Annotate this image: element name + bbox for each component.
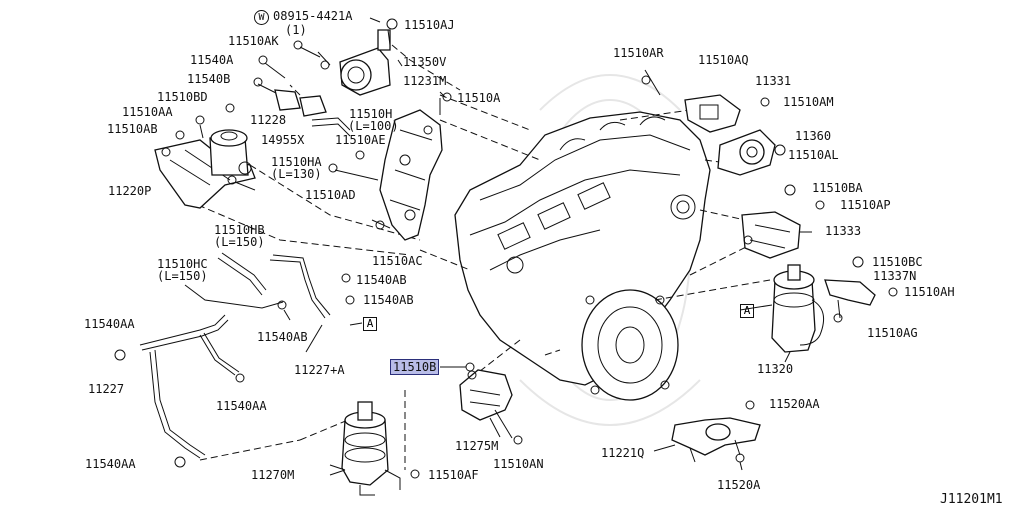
leader-lines xyxy=(197,44,771,470)
label-11510AK: 11510AK xyxy=(228,34,279,48)
label-11231M: 11231M xyxy=(403,74,447,88)
engine-block xyxy=(454,111,711,401)
label-11227-A: 11227+A xyxy=(294,363,345,377)
label-11510AF: 11510AF xyxy=(428,468,479,482)
label-08915-4421A: 08915-4421A xyxy=(273,9,353,23)
label-11510HC-length: (L=150) xyxy=(157,269,208,283)
washer-symbol: W xyxy=(254,10,269,25)
bracket-11333 xyxy=(741,184,801,259)
mount-11331 xyxy=(644,69,741,133)
label-11510AB: 11510AB xyxy=(107,122,158,136)
label-11510BD: 11510BD xyxy=(157,90,208,104)
label-11540AA-2: 11540AA xyxy=(216,399,267,413)
label-11333: 11333 xyxy=(825,224,862,238)
hose-lines xyxy=(139,252,331,459)
bushing-11360 xyxy=(717,129,786,176)
label-11275M: 11275M xyxy=(455,439,499,453)
engine-mount-11270M xyxy=(329,401,401,496)
label-11510BA: 11510BA xyxy=(812,181,863,195)
label-11510AH: 11510AH xyxy=(904,285,955,299)
label-11337N: 11337N xyxy=(873,269,917,283)
label-11510H: 11510H xyxy=(349,107,393,121)
label-11228: 11228 xyxy=(250,113,287,127)
label-11510A: 11510A xyxy=(457,91,501,105)
label-11510AQ: 11510AQ xyxy=(698,53,749,67)
label-11540AB-2: 11540AB xyxy=(363,293,414,307)
label-11227: 11227 xyxy=(88,382,125,396)
label-11510AM: 11510AM xyxy=(783,95,834,109)
label-11540AA-1: 11540AA xyxy=(84,317,135,331)
label-11220P: 11220P xyxy=(108,184,152,198)
label-11510BC: 11510BC xyxy=(872,255,923,269)
label-11360: 11360 xyxy=(795,129,832,143)
diagram-code: J11201M1 xyxy=(940,492,1003,507)
label-quantity: (1) xyxy=(285,23,307,37)
label-11510B-highlighted[interactable]: 11510B xyxy=(390,359,440,375)
label-11540AA-3: 11540AA xyxy=(85,457,136,471)
label-11221Q: 11221Q xyxy=(601,446,645,460)
label-11510AG: 11510AG xyxy=(867,326,918,340)
bracket-11231M xyxy=(334,98,443,241)
label-14955X: 14955X xyxy=(261,133,305,147)
label-11510AL: 11510AL xyxy=(788,148,839,162)
label-11331: 11331 xyxy=(755,74,792,88)
bracket-11275M xyxy=(459,369,513,439)
label-11320: 11320 xyxy=(757,362,794,376)
reference-box-a: A xyxy=(363,317,377,331)
label-11510AA-top: 11510AA xyxy=(122,105,173,119)
bracket-11337N xyxy=(824,256,898,319)
label-11520A: 11520A xyxy=(717,478,761,492)
label-11510AR: 11510AR xyxy=(613,46,664,60)
engine-mount-11320 xyxy=(771,264,825,353)
bolts xyxy=(114,18,843,479)
label-11510HA: 11510HA xyxy=(271,155,322,169)
label-11510AJ: 11510AJ xyxy=(404,18,455,32)
reference-box-a-right: A xyxy=(740,304,754,318)
label-11540A: 11540A xyxy=(190,53,234,67)
bushing-11350V xyxy=(257,29,391,137)
label-11510HC: 11510HC xyxy=(157,257,208,271)
label-11510AP: 11510AP xyxy=(840,198,891,212)
label-11540B: 11540B xyxy=(187,72,231,86)
label-11270M: 11270M xyxy=(251,468,295,482)
mount-11221Q xyxy=(671,400,761,463)
label-11540AB-1: 11540AB xyxy=(356,273,407,287)
label-11520AA: 11520AA xyxy=(769,397,820,411)
label-11510HB: 11510HB xyxy=(214,223,265,237)
label-11510AN: 11510AN xyxy=(493,457,544,471)
label-pointers xyxy=(234,17,812,476)
label-11510AD: 11510AD xyxy=(305,188,356,202)
label-11510AC: 11510AC xyxy=(372,254,423,268)
label-11540AB-3: 11540AB xyxy=(257,330,308,344)
label-11510HB-length: (L=150) xyxy=(214,235,265,249)
label-11510AE: 11510AE xyxy=(335,133,386,147)
engine-mount-11220P xyxy=(154,129,256,209)
label-11510H-length: (L=100) xyxy=(348,119,399,133)
label-11510HA-length: (L=130) xyxy=(271,167,322,181)
label-11350V: 11350V xyxy=(403,55,447,69)
